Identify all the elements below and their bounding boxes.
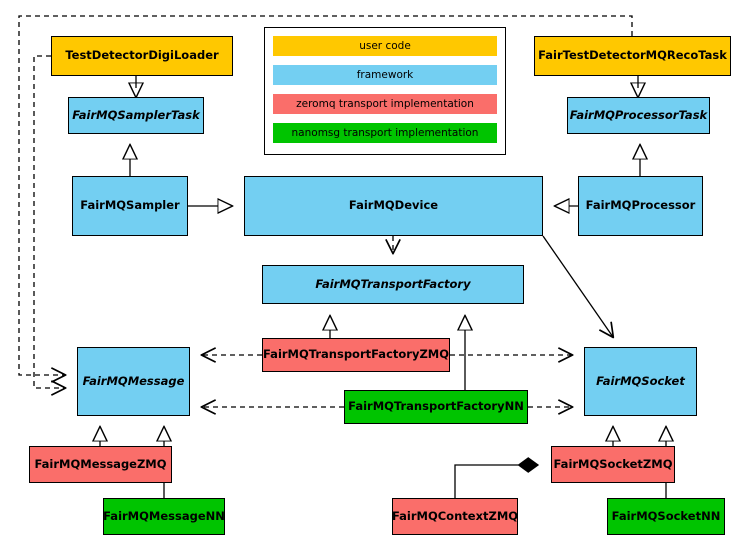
class-node-FairMQMessageZMQ[interactable]: FairMQMessageZMQ xyxy=(29,446,172,483)
edge-device-socket xyxy=(542,235,613,337)
class-node-FairMQProcessorTask[interactable]: FairMQProcessorTask xyxy=(567,97,710,134)
class-node-FairMQTransportFactory[interactable]: FairMQTransportFactory xyxy=(262,265,524,304)
edge-contextzmq-socketzmq xyxy=(454,465,538,498)
legend-item-zeromq-transport-implementation: zeromq transport implementation xyxy=(273,94,497,114)
class-node-FairMQProcessor[interactable]: FairMQProcessor xyxy=(578,176,703,236)
class-node-FairMQSocket[interactable]: FairMQSocket xyxy=(584,347,697,416)
class-node-FairTestDetectorMQRecoTask[interactable]: FairTestDetectorMQRecoTask xyxy=(534,36,731,76)
class-node-FairMQSocketNN[interactable]: FairMQSocketNN xyxy=(607,498,725,535)
class-node-TestDetectorDigiLoader[interactable]: TestDetectorDigiLoader xyxy=(51,36,233,76)
class-node-FairMQMessageNN[interactable]: FairMQMessageNN xyxy=(103,498,225,535)
class-node-FairMQContextZMQ[interactable]: FairMQContextZMQ xyxy=(392,498,518,535)
class-node-FairMQSocketZMQ[interactable]: FairMQSocketZMQ xyxy=(551,446,675,483)
class-node-FairMQSamplerTask[interactable]: FairMQSamplerTask xyxy=(68,97,204,134)
class-node-FairMQTransportFactoryNN[interactable]: FairMQTransportFactoryNN xyxy=(344,390,528,424)
class-node-FairMQTransportFactoryZMQ[interactable]: FairMQTransportFactoryZMQ xyxy=(262,338,450,372)
legend-item-user-code: user code xyxy=(273,36,497,56)
legend-item-nanomsg-transport-implementation: nanomsg transport implementation xyxy=(273,123,497,143)
class-node-FairMQMessage[interactable]: FairMQMessage xyxy=(77,347,190,416)
class-node-FairMQDevice[interactable]: FairMQDevice xyxy=(244,176,543,236)
edge-digiloader-message xyxy=(33,55,65,388)
edge-recotask-message xyxy=(18,15,633,375)
legend-item-framework: framework xyxy=(273,65,497,85)
class-node-FairMQSampler[interactable]: FairMQSampler xyxy=(72,176,188,236)
